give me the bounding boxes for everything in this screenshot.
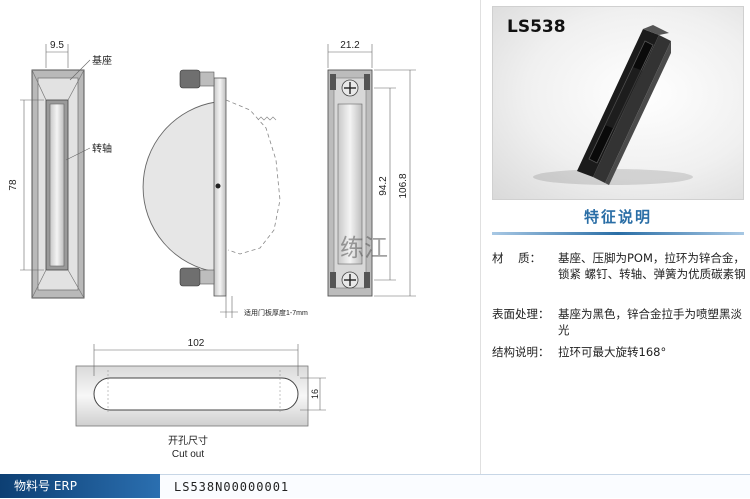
spec-material: 材 质： 基座、压脚为POM，拉环为锌合金，锁紧 螺钉、转轴、弹簧为优质碳素钢	[492, 250, 750, 300]
dim-heights-right: 94.2 106.8	[374, 69, 416, 297]
watermark: 练江	[340, 235, 388, 262]
erp-bar: 物料号 ERP LS538N00000001	[0, 474, 750, 498]
spec-structure: 结构说明： 拉环可最大旋转168°	[492, 344, 750, 362]
spec-structure-value: 拉环可最大旋转168°	[558, 345, 667, 359]
spec-surface-key: 表面处理：	[492, 307, 550, 321]
side-view: 适用门板厚度1-7mm	[142, 69, 308, 318]
label-door-thickness: 适用门板厚度1-7mm	[244, 308, 308, 317]
features-header: 特征说明	[492, 200, 744, 238]
features-underline	[492, 232, 744, 235]
dim-front-width: 9.5	[45, 40, 69, 68]
dim-102: 102	[188, 338, 205, 349]
model-label: LS538	[507, 17, 566, 37]
dim-106-8: 106.8	[398, 173, 409, 198]
features-title: 特征说明	[583, 208, 652, 226]
label-base: 基座	[92, 54, 112, 67]
spec-surface: 表面处理： 基座为黑色，锌合金拉手为喷塑黑淡光	[492, 306, 750, 340]
cutout-view: 102 16 开孔尺寸 Cut out	[75, 338, 326, 460]
handle-image	[533, 25, 693, 185]
dim-94-2: 94.2	[378, 176, 389, 196]
dim-height-78: 78	[8, 99, 44, 271]
erp-label: 物料号 ERP	[0, 474, 160, 498]
label-cutout-en: Cut out	[172, 449, 204, 460]
dim-16: 16	[310, 389, 320, 399]
dim-21-2: 21.2	[340, 40, 360, 51]
front-view	[31, 69, 85, 299]
product-panel: LS538 特征说明 材 质： 基座、压脚为POM，拉环为锌合金，锁紧 螺钉、转…	[482, 0, 750, 498]
erp-value: LS538N00000001	[160, 474, 750, 498]
back-view	[327, 69, 373, 297]
spec-material-key: 材 质：	[492, 251, 542, 265]
spec-material-value: 基座、压脚为POM，拉环为锌合金，锁紧 螺钉、转轴、弹簧为优质碳素钢	[558, 251, 746, 281]
dim-9-5: 9.5	[50, 40, 64, 51]
dim-78: 78	[8, 179, 19, 191]
technical-drawing: 9.5 78 基座 转轴 适用门板厚度1-7mm	[8, 40, 416, 460]
product-photo: LS538	[492, 6, 744, 200]
dim-side-width: 21.2	[327, 40, 373, 68]
spec-surface-value: 基座为黑色，锌合金拉手为喷塑黑淡光	[558, 307, 742, 337]
label-shaft: 转轴	[92, 142, 112, 155]
label-cutout-cn: 开孔尺寸	[168, 434, 208, 447]
column-divider	[480, 0, 481, 474]
leader-labels: 基座 转轴	[65, 54, 112, 161]
spec-structure-key: 结构说明：	[492, 345, 550, 359]
